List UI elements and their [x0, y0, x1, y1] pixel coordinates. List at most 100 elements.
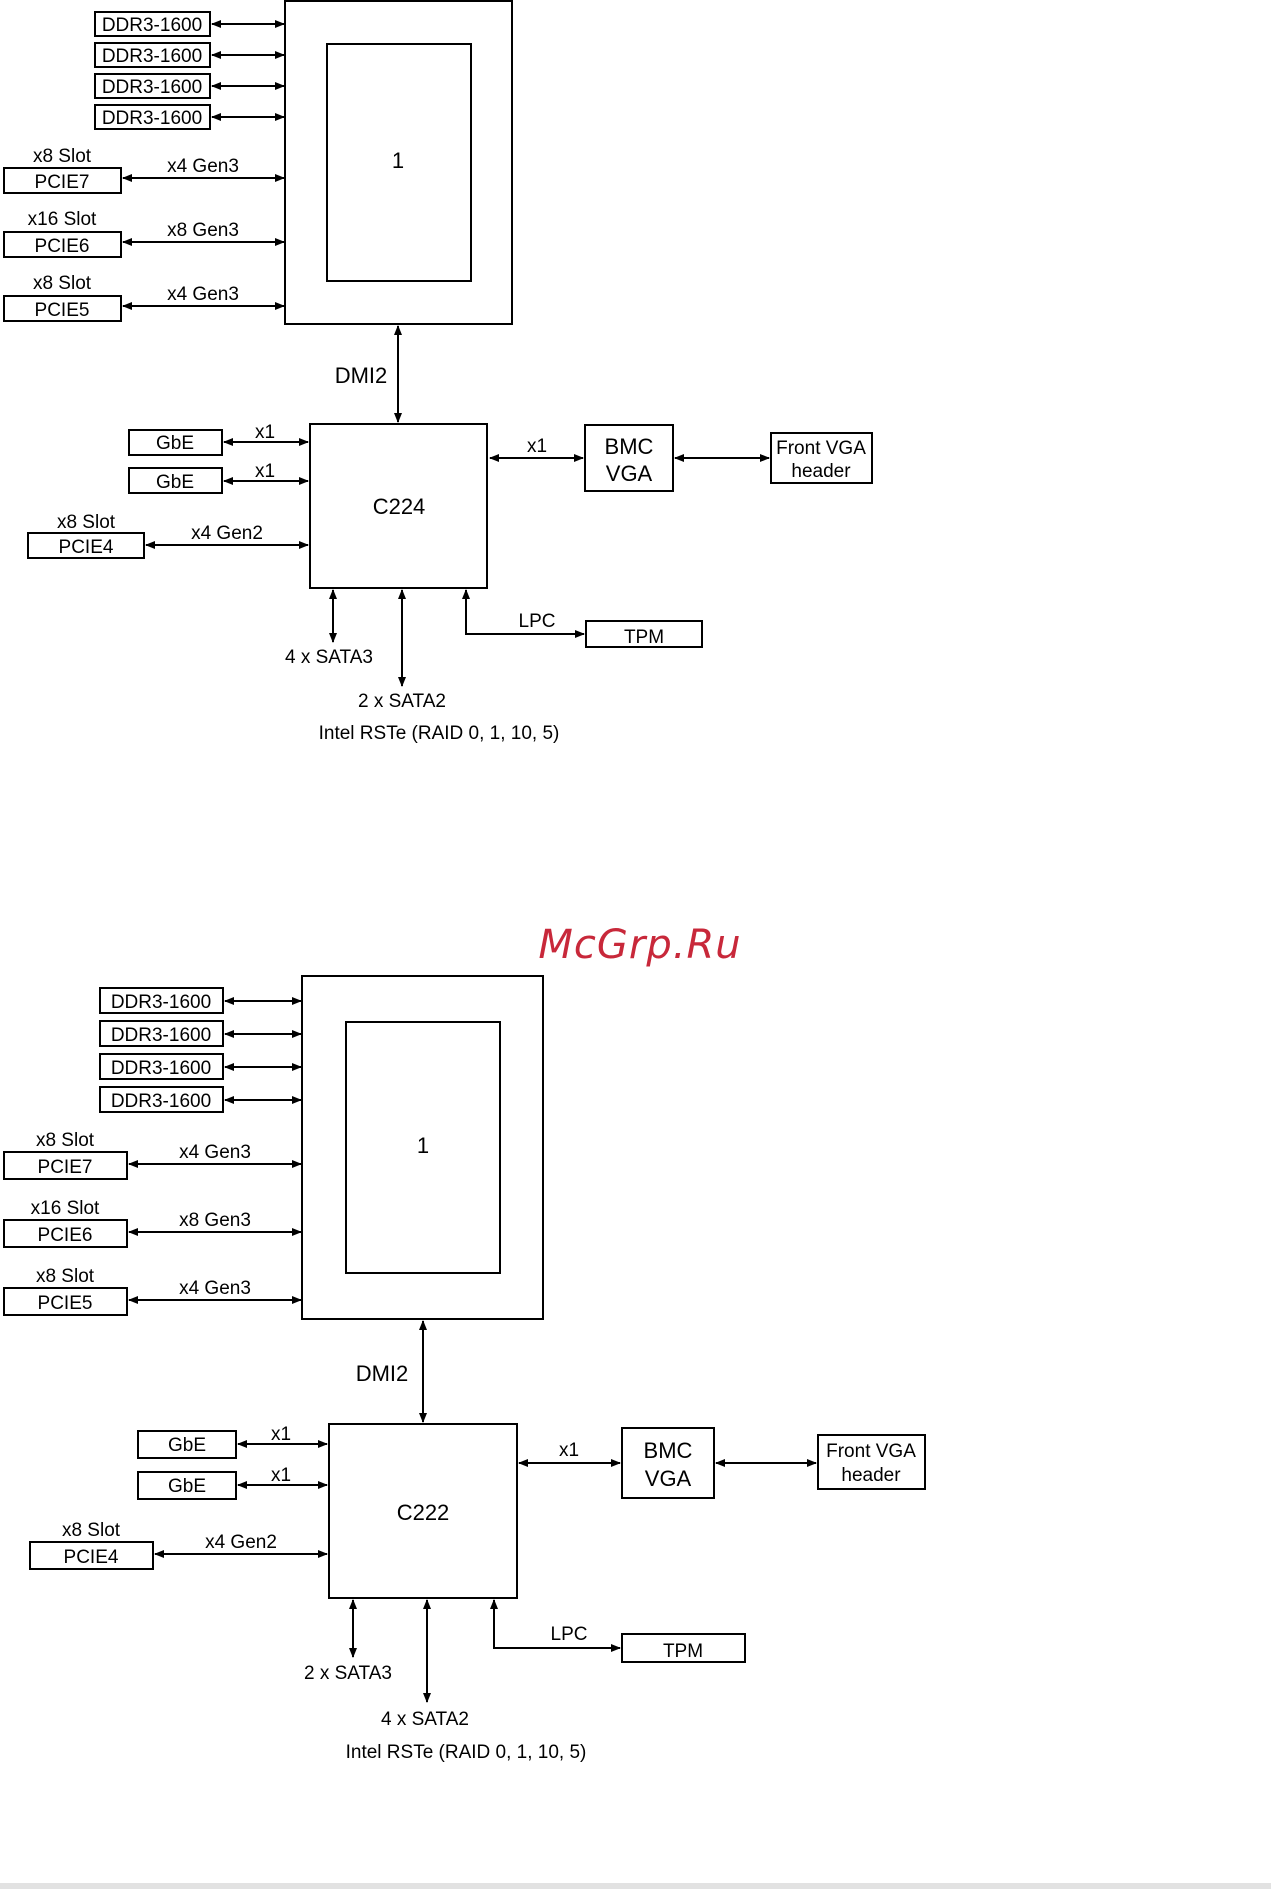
tpm-box [621, 1633, 746, 1663]
pcie-slot-box [3, 231, 122, 258]
cpu-die [326, 43, 472, 282]
vga-header-box [770, 432, 873, 484]
vga-header-label: header [841, 1465, 901, 1486]
gbe-box [128, 467, 223, 494]
slot-width-label: x8 Slot [36, 1266, 95, 1287]
memory-box [99, 987, 224, 1014]
vga-header-label: Front VGA [776, 438, 866, 459]
cpu-label: 1 [417, 1133, 429, 1158]
lpc-arrow [490, 1599, 621, 1652]
lpc-arrow [462, 589, 585, 638]
gbe-label: GbE [156, 472, 194, 493]
link-label: x1 [271, 1465, 291, 1486]
block-diagram-c224 [3, 0, 873, 687]
memory-box [94, 104, 211, 130]
pcie-slot-box [3, 1219, 128, 1248]
watermark: McGrp.Ru [538, 922, 741, 968]
memory-box [99, 1053, 224, 1080]
chipset-label: C224 [373, 494, 426, 519]
pcie-slot-box [3, 1151, 128, 1180]
cpu-block [284, 0, 513, 325]
slot-name-label: PCIE6 [35, 236, 90, 257]
link-label: x1 [255, 422, 275, 443]
link-label: x1 [559, 1440, 579, 1461]
link-label: x4 Gen2 [191, 523, 263, 544]
slot-name-label: PCIE7 [35, 172, 90, 193]
slot-width-label: x8 Slot [36, 1130, 95, 1151]
gbe-box [137, 1471, 237, 1500]
link-label: x1 [271, 1424, 291, 1445]
slot-width-label: x8 Slot [33, 273, 92, 294]
slot-name-label: PCIE5 [35, 300, 90, 321]
memory-label: DDR3-1600 [102, 77, 202, 98]
slot-name-label: PCIE4 [59, 537, 114, 558]
link-label: x4 Gen3 [179, 1142, 251, 1163]
gbe-label: GbE [168, 1435, 206, 1456]
tpm-label: TPM [663, 1641, 703, 1662]
link-label: x1 [527, 436, 547, 457]
slot-name-label: PCIE6 [38, 1225, 93, 1246]
slot-width-label: x8 Slot [62, 1520, 121, 1541]
lpc-label: LPC [551, 1624, 588, 1645]
gbe-label: GbE [156, 433, 194, 454]
memory-box [94, 73, 211, 99]
cpu-die [345, 1021, 501, 1274]
page-footer-bar [0, 1883, 1271, 1889]
memory-box [99, 1020, 224, 1047]
memory-box [99, 1086, 224, 1113]
gbe-label: GbE [168, 1476, 206, 1497]
memory-label: DDR3-1600 [111, 1091, 211, 1112]
dmi-label: DMI2 [356, 1361, 409, 1386]
link-label: x1 [255, 461, 275, 482]
slot-name-label: PCIE5 [38, 1293, 93, 1314]
memory-box [94, 42, 211, 68]
slot-width-label: x8 Slot [57, 512, 116, 533]
chipset-block [328, 1423, 518, 1599]
block-diagram-c222-labels: 1 DDR3-1600 DDR3-1600 DDR3-1600 DDR3-160… [31, 992, 917, 1763]
link-label: x4 Gen3 [179, 1278, 251, 1299]
memory-label: DDR3-1600 [102, 15, 202, 36]
chipset-label: C222 [397, 1500, 450, 1525]
chipset-block [309, 423, 488, 589]
cpu-label: 1 [392, 148, 404, 173]
sata2-label: 2 x SATA2 [358, 691, 446, 712]
cpu-block [301, 975, 544, 1320]
slot-width-label: x16 Slot [31, 1198, 100, 1219]
vga-header-label: Front VGA [826, 1441, 916, 1462]
vga-header-box [817, 1434, 926, 1490]
pcie-slot-box [29, 1541, 154, 1570]
dmi-label: DMI2 [335, 363, 388, 388]
pcie-slot-box [27, 532, 145, 559]
slot-name-label: PCIE7 [38, 1157, 93, 1178]
link-label: x4 Gen2 [205, 1532, 277, 1553]
memory-label: DDR3-1600 [111, 1025, 211, 1046]
sata2-label: 4 x SATA2 [381, 1709, 469, 1730]
bmc-block [621, 1427, 715, 1499]
link-label: x8 Gen3 [179, 1210, 251, 1231]
raid-label: Intel RSTe (RAID 0, 1, 10, 5) [319, 723, 560, 744]
bmc-block [584, 424, 674, 492]
gbe-box [128, 429, 223, 456]
sata3-label: 2 x SATA3 [304, 1663, 392, 1684]
gbe-box [137, 1430, 237, 1459]
memory-label: DDR3-1600 [102, 46, 202, 67]
slot-width-label: x16 Slot [28, 209, 97, 230]
pcie-slot-box [3, 1287, 128, 1316]
memory-label: DDR3-1600 [102, 108, 202, 129]
raid-label: Intel RSTe (RAID 0, 1, 10, 5) [346, 1742, 587, 1763]
link-label: x8 Gen3 [167, 220, 239, 241]
bmc-label: BMC [605, 434, 654, 459]
vga-header-label: header [791, 461, 851, 482]
link-label: x4 Gen3 [167, 156, 239, 177]
tpm-box [585, 620, 703, 648]
slot-width-label: x8 Slot [33, 146, 92, 167]
bmc-label: VGA [645, 1466, 692, 1491]
lpc-label: LPC [519, 611, 556, 632]
bmc-label: VGA [606, 461, 653, 486]
tpm-label: TPM [624, 627, 664, 648]
pcie-slot-box [3, 295, 122, 322]
bmc-label: BMC [644, 1438, 693, 1463]
slot-name-label: PCIE4 [64, 1547, 119, 1568]
sata3-label: 4 x SATA3 [285, 647, 373, 668]
